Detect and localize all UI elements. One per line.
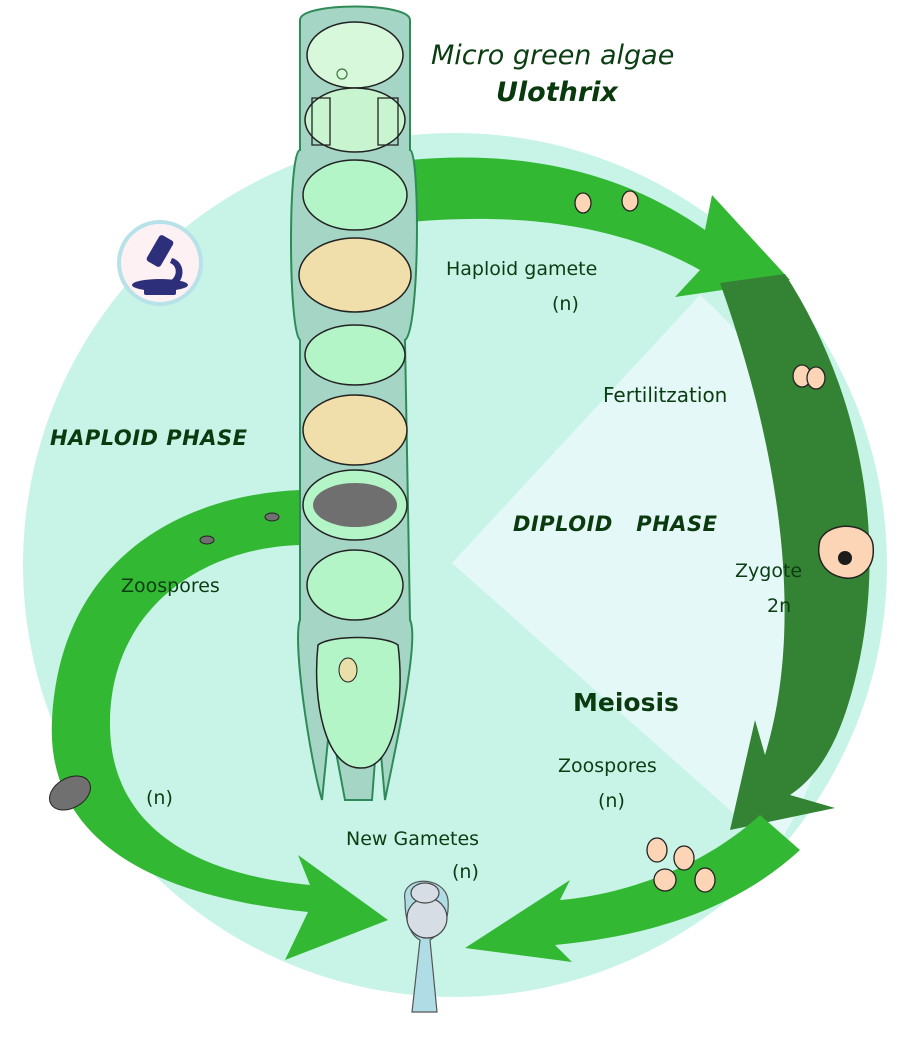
haploid-gamete-ploidy: (n): [552, 293, 579, 315]
meiosis-label: Meiosis: [573, 688, 679, 717]
title-line-1: Micro green algae: [431, 40, 675, 71]
microscope-badge: [117, 220, 203, 306]
zoospore-arrow-left: [51, 490, 389, 960]
diploid-phase-label: DIPLOID PHASE: [513, 512, 718, 536]
microscope-icon: [132, 235, 188, 295]
gamete-cells: [574, 190, 826, 390]
new-gametes-ploidy: (n): [452, 861, 479, 883]
zoospores-right-ploidy: (n): [598, 790, 625, 812]
fertilization-label: Fertilitzation: [603, 383, 728, 407]
haploid-gamete-label: Haploid gamete: [446, 258, 598, 280]
zoospore-cluster: [646, 837, 716, 893]
zoospores-left-label: Zoospores: [121, 575, 220, 597]
ulothrix-filament: [290, 5, 418, 801]
haploid-phase-label: HAPLOID PHASE: [50, 426, 248, 450]
cell-gametes: [302, 159, 408, 231]
cell-basal: [315, 636, 401, 769]
zoospore-arrow-right: [465, 815, 800, 962]
cell-1: [306, 21, 404, 89]
zygote-cell: [818, 525, 874, 579]
cell-3: [304, 324, 406, 386]
gamete-arrow: [410, 157, 790, 297]
zygote-label: Zygote: [735, 560, 803, 582]
cell-spores-2: [302, 394, 408, 466]
grey-zoospores: [49, 512, 280, 811]
zoospores-right-label: Zoospores: [558, 755, 657, 777]
diploid-arrow: [720, 274, 870, 830]
cell-4: [306, 549, 404, 621]
new-gametes-label: New Gametes: [346, 828, 480, 850]
zygote-ploidy: 2n: [767, 595, 792, 617]
new-gamete-germling: [404, 880, 449, 1013]
title-line-2: Ulothrix: [496, 77, 618, 108]
cell-spores-1: [298, 237, 412, 313]
zoospores-left-ploidy: (n): [146, 787, 173, 809]
diploid-sector: [452, 295, 844, 850]
